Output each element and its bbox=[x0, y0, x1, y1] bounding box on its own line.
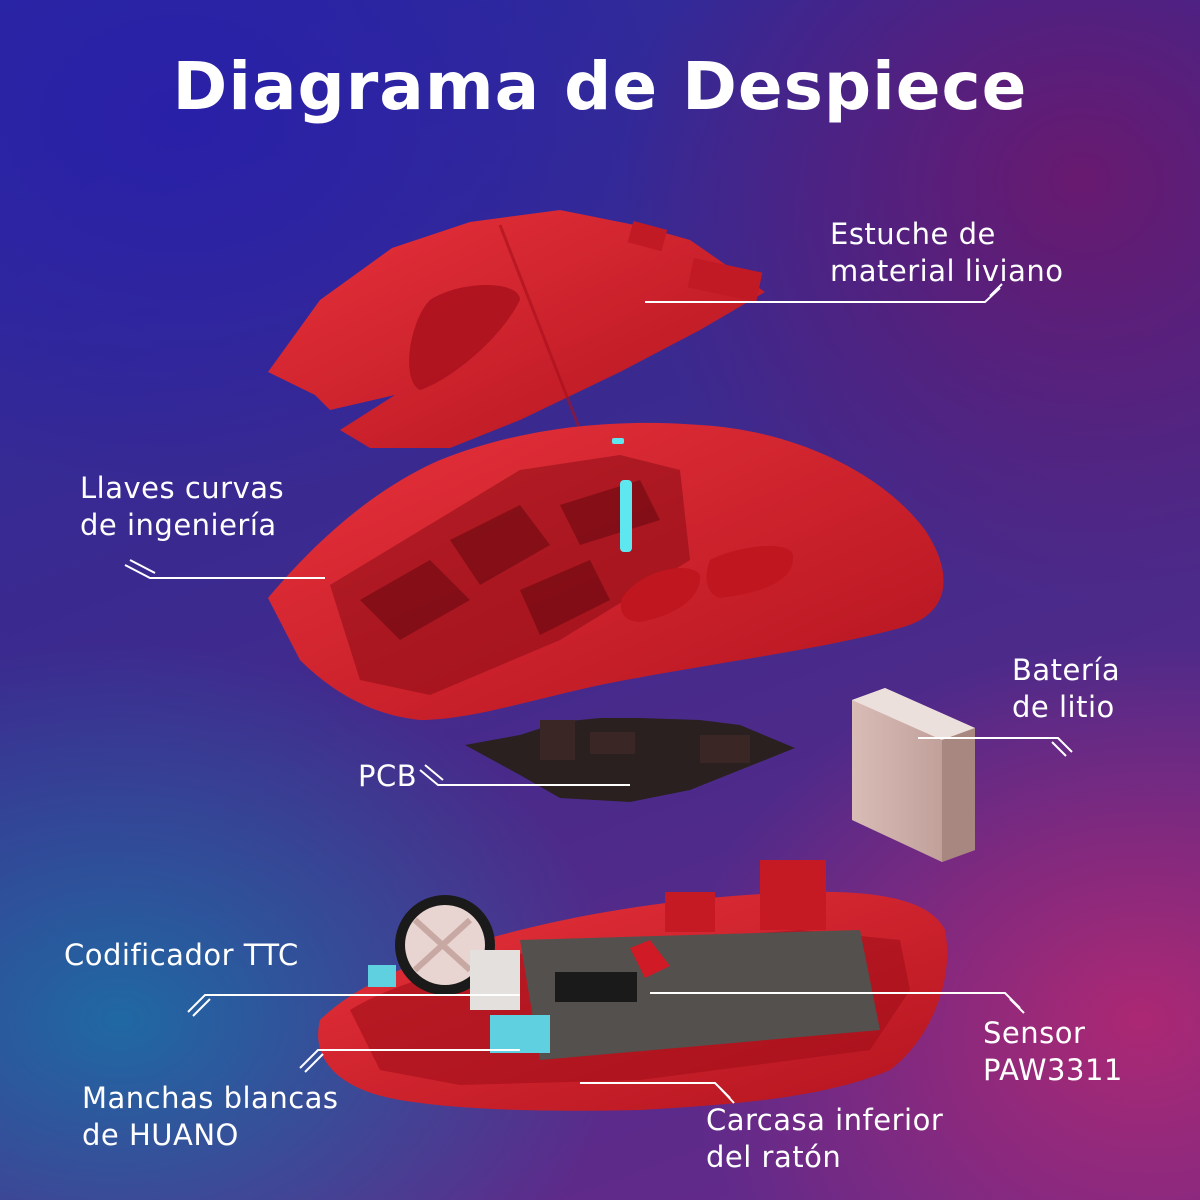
leader-encoder bbox=[187, 994, 520, 1013]
label-keys: Llaves curvas de ingeniería bbox=[80, 471, 285, 542]
page-title: Diagrama de Despiece bbox=[172, 48, 1028, 125]
label-battery: Batería de litio bbox=[1012, 653, 1121, 724]
battery-illustration bbox=[852, 688, 975, 862]
leader-keys bbox=[124, 564, 325, 579]
main-body bbox=[268, 422, 944, 720]
label-sensor: Sensor PAW3311 bbox=[983, 1016, 1123, 1087]
bottom-case bbox=[318, 860, 948, 1111]
label-switches: Manchas blancas de HUANO bbox=[82, 1081, 339, 1152]
label-bottom-case: Carcasa inferior del ratón bbox=[706, 1103, 944, 1174]
leader-shell bbox=[645, 287, 1001, 303]
top-shell bbox=[268, 210, 765, 448]
label-encoder: Codificador TTC bbox=[64, 938, 299, 972]
leader-battery bbox=[918, 737, 1073, 753]
leader-pcb bbox=[419, 769, 630, 786]
leader-lines bbox=[124, 283, 1073, 1104]
label-shell: Estuche de material liviano bbox=[830, 217, 1064, 288]
leader-switches bbox=[299, 1049, 520, 1069]
label-pcb: PCB bbox=[358, 759, 418, 793]
pcb-board bbox=[465, 718, 795, 802]
